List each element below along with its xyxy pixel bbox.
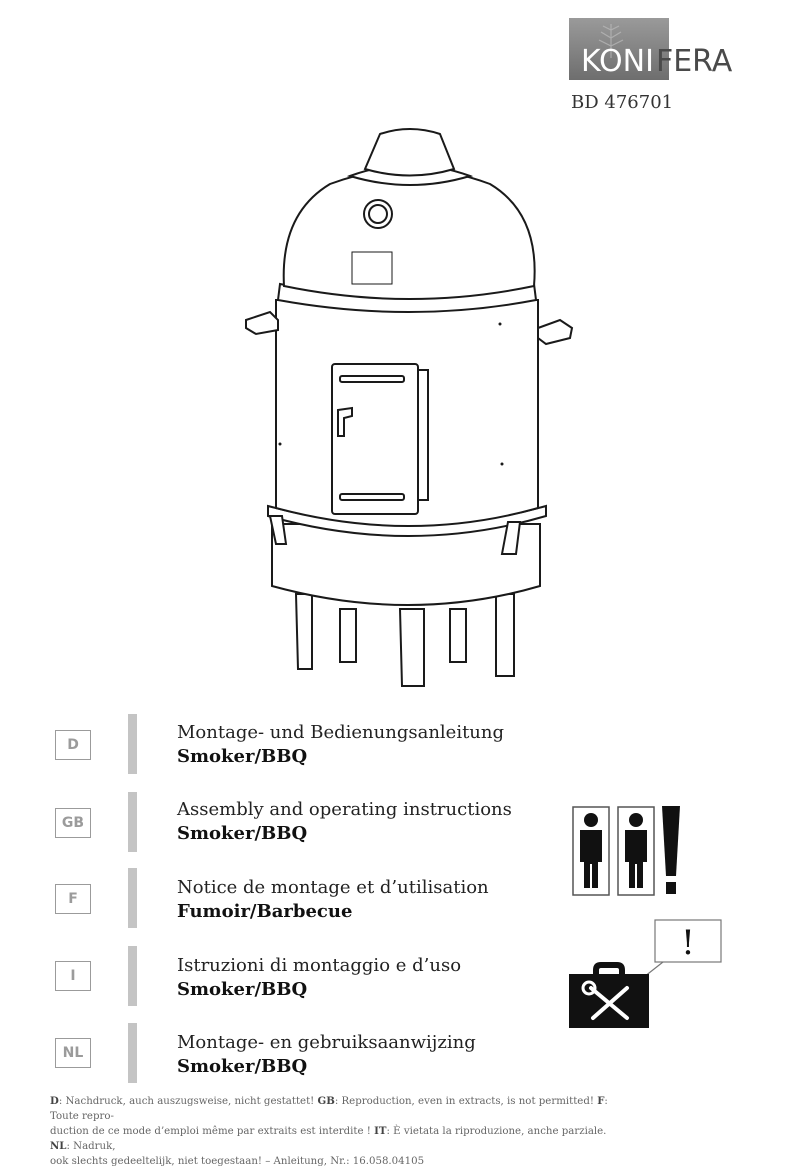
smoker-illustration xyxy=(245,128,574,687)
lang-subtitle-f: Fumoir/Barbecue xyxy=(177,901,353,922)
footer-label-d: D xyxy=(50,1095,59,1107)
brand-logo: KONIFERA xyxy=(569,18,759,80)
footer-text-nl-1: : Nadruk, xyxy=(66,1141,116,1152)
footer-text-nl-2: ook slechts gedeeltelijk, niet toegestaa… xyxy=(50,1156,425,1167)
toolbox-tools-icon: ! xyxy=(569,919,722,1028)
footer-text-d: : Nachdruck, auch auszugsweise, nicht ge… xyxy=(58,1096,318,1107)
lang-bar-gb xyxy=(128,792,137,852)
footer-label-it: IT xyxy=(374,1125,387,1137)
footer-label-gb: GB xyxy=(317,1095,335,1107)
lang-title-nl: Montage- en gebruiksaanwijzing xyxy=(177,1032,476,1053)
lang-subtitle-d: Smoker/BBQ xyxy=(177,746,308,767)
logo-wordmark: KONIFERA xyxy=(581,45,732,79)
lang-title-gb: Assembly and operating instructions xyxy=(177,799,512,820)
lang-code-f: F xyxy=(55,884,91,914)
footer-text-f-2: duction de ce mode d’emploi même par ext… xyxy=(50,1126,375,1137)
exclamation-mark: ! xyxy=(681,923,695,963)
lang-code-nl: NL xyxy=(55,1038,91,1068)
lang-subtitle-i: Smoker/BBQ xyxy=(177,979,308,1000)
footer-text-it: : È vietata la riproduzione, anche parzi… xyxy=(386,1126,607,1137)
lang-title-f: Notice de montage et d’utilisation xyxy=(177,877,489,898)
logo-background xyxy=(569,18,669,80)
footer-label-f: F xyxy=(597,1095,605,1107)
footer-copyright: D: Nachdruck, auch auszugsweise, nicht g… xyxy=(50,1094,610,1169)
lang-subtitle-gb: Smoker/BBQ xyxy=(177,823,308,844)
logo-text-part-2: FERA xyxy=(655,44,733,79)
lang-title-i: Istruzioni di montaggio e d’uso xyxy=(177,955,462,976)
lang-bar-nl xyxy=(128,1023,137,1083)
footer-text-f-1: : Toute repro- xyxy=(50,1096,608,1122)
footer-text-gb: : Reproduction, even in extracts, is not… xyxy=(334,1096,598,1107)
lang-code-i: I xyxy=(55,961,91,991)
lang-bar-i xyxy=(128,946,137,1006)
tree-icon xyxy=(598,24,624,58)
two-persons-required-icon xyxy=(572,806,680,896)
lang-code-gb: GB xyxy=(55,808,91,838)
lang-bar-d xyxy=(128,714,137,774)
model-number: BD 476701 xyxy=(571,92,674,113)
logo-text-part-1: KONI xyxy=(581,44,654,79)
footer-label-nl: NL xyxy=(50,1140,67,1152)
lang-bar-f xyxy=(128,868,137,928)
lang-subtitle-nl: Smoker/BBQ xyxy=(177,1056,308,1077)
lang-code-d: D xyxy=(55,730,91,760)
lang-title-d: Montage- und Bedienungsanleitung xyxy=(177,722,505,743)
